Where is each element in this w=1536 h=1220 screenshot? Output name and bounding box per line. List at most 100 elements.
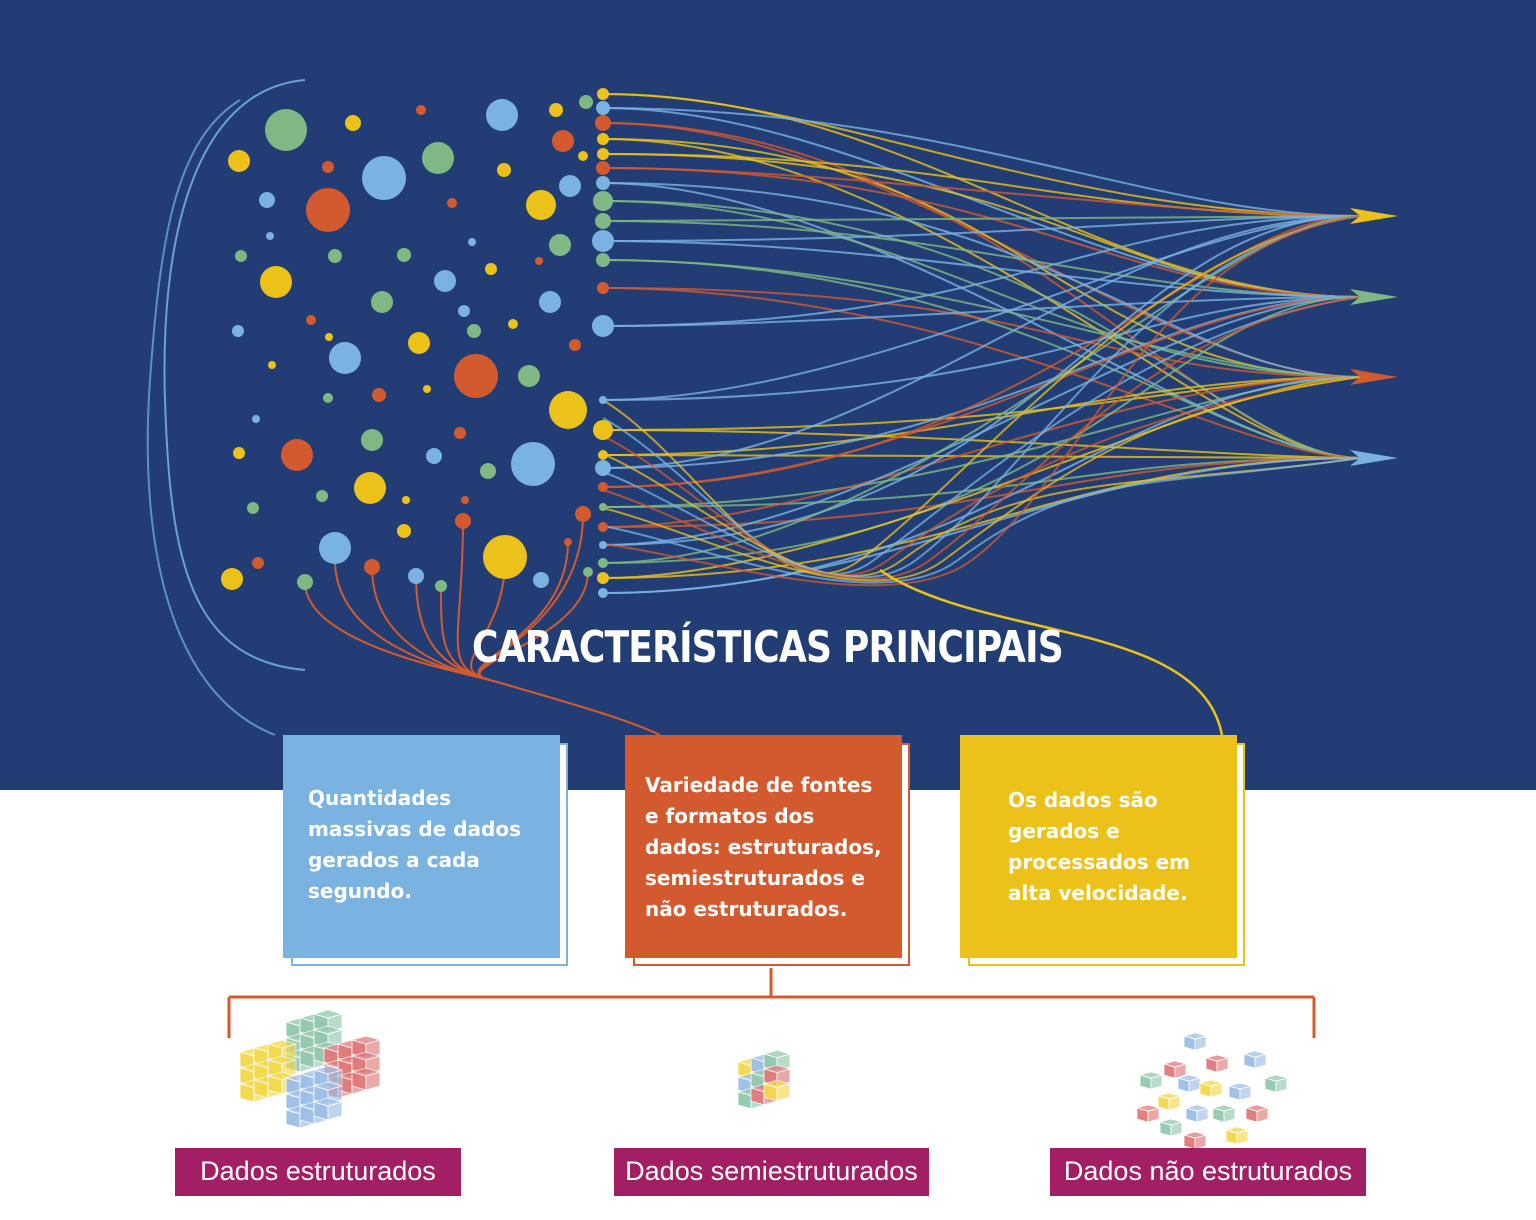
data-bubble [549, 391, 587, 429]
cube-unstructured [1239, 1085, 1252, 1101]
data-bubble [228, 150, 250, 172]
data-bubble [354, 472, 386, 504]
data-bubble [526, 190, 556, 220]
cube-unstructured [1275, 1077, 1288, 1093]
card-velocity-text: Os dados são gerados e processados em al… [1008, 788, 1190, 905]
card-velocity-face [960, 735, 1237, 958]
data-bubble [259, 192, 275, 208]
data-bubble [559, 175, 581, 197]
cube-structured [365, 1071, 381, 1091]
data-dot [599, 503, 607, 511]
fan-line [470, 559, 506, 681]
stream-line [602, 240, 1361, 298]
cube-unstructured [1256, 1107, 1269, 1123]
data-bubble [319, 532, 351, 564]
data-bubble [454, 427, 466, 439]
stream-line [602, 296, 1361, 546]
data-bubble [235, 250, 247, 262]
cube-unstructured [1194, 1035, 1207, 1051]
data-bubble [497, 163, 511, 177]
stream-line [602, 220, 1361, 298]
data-dot [598, 482, 608, 492]
data-bubble [455, 513, 471, 529]
data-bubble [372, 388, 386, 402]
data-bubble [461, 496, 469, 504]
stream-line [602, 376, 1361, 594]
cube-unstructured [1147, 1107, 1160, 1123]
card-volume-text: Quantidades massivas de dados gerados a … [308, 786, 522, 903]
loop-line [602, 376, 1361, 576]
data-bubble [578, 151, 588, 161]
fan-line [456, 520, 491, 681]
data-dot [592, 315, 614, 337]
cube-unstructured [1170, 1121, 1183, 1137]
data-bubble [511, 442, 555, 486]
left-arc-line [163, 79, 306, 671]
data-dot [599, 541, 607, 549]
data-bubble [508, 319, 518, 329]
data-bubble [408, 568, 424, 584]
data-bubble [518, 365, 540, 387]
loop-line [602, 296, 1361, 575]
data-dot [596, 176, 610, 190]
data-dot [595, 460, 611, 476]
data-bubble [306, 188, 350, 232]
data-bubble [328, 249, 342, 263]
variety-connector [489, 679, 661, 736]
stream-line [602, 215, 1361, 401]
data-dot [596, 161, 610, 175]
stream-line [602, 296, 1361, 401]
data-dot [592, 230, 614, 252]
cube-semistructured [776, 1083, 791, 1102]
data-bubble [552, 130, 574, 152]
stream-line [602, 376, 1361, 528]
data-dot [597, 148, 609, 160]
stream-line [602, 153, 1361, 298]
stream-line [602, 215, 1361, 222]
card-volume: Quantidades massivas de dados gerados a … [283, 735, 568, 966]
cube-unstructured [1174, 1063, 1187, 1079]
data-bubble [361, 429, 383, 451]
stream-line [602, 259, 1361, 459]
data-dot [596, 101, 610, 115]
data-bubble [252, 415, 260, 423]
stream-line [602, 296, 1361, 327]
data-bubble [364, 559, 380, 575]
data-bubble [265, 109, 307, 151]
arrow-head [1350, 208, 1398, 224]
data-dot [598, 588, 608, 598]
data-bubble [322, 161, 334, 173]
data-bubble [252, 557, 264, 569]
data-bubble [416, 105, 426, 115]
data-bubble [569, 339, 581, 351]
data-bubble [539, 291, 561, 313]
velocity-connector [879, 568, 1224, 736]
data-bubble [402, 496, 410, 504]
data-bubble [435, 580, 447, 592]
data-bubble [422, 142, 454, 174]
stream-line [602, 287, 1361, 378]
cube-unstructured [1236, 1129, 1249, 1145]
data-bubble [483, 535, 527, 579]
data-bubble [583, 567, 593, 577]
data-bubble [549, 234, 571, 256]
stream-line [602, 138, 1361, 378]
data-bubble [345, 115, 361, 131]
stream-line [602, 182, 1361, 378]
label-unstructured: Dados não estruturados [1050, 1148, 1366, 1196]
loop-line [602, 457, 1361, 584]
loop-line [602, 296, 1361, 580]
data-bubble [323, 393, 333, 403]
data-bubble [266, 232, 274, 240]
data-dot [598, 522, 608, 532]
fan-line [479, 571, 589, 681]
data-bubble [458, 305, 470, 317]
data-bubble [281, 439, 313, 471]
arrow-head [1350, 369, 1398, 385]
data-bubble [397, 524, 411, 538]
data-dot [593, 420, 613, 440]
card-variety-face [625, 735, 902, 958]
data-bubble [306, 315, 316, 325]
data-bubble [297, 574, 313, 590]
